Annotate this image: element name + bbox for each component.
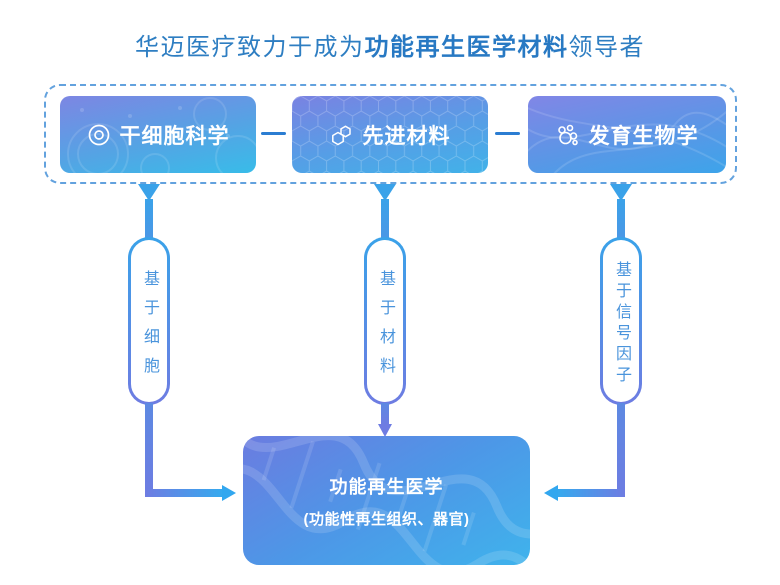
fibers-texture [528,107,726,173]
connector-line [617,199,625,239]
pillar-connector-dash [261,132,286,135]
arrow-right-icon [222,485,236,501]
branch-pill-cells: 基于细胞 [128,237,170,405]
connector-line [381,403,389,425]
arrow-left-icon [544,485,558,501]
branch-pill-body: 基于细胞 [131,240,167,402]
branch-pill-signal-factors: 基于信号因子 [600,237,642,405]
title-highlight: 功能再生医学材料 [364,34,569,61]
pillar-card-stem-cell-science: 干细胞科学 [60,96,256,173]
page-title: 华迈医疗致力于成为功能再生医学材料领导者 [0,27,780,62]
branch-pill-body: 基于材料 [367,240,403,402]
connector-line [145,489,222,497]
pillar-label: 发育生物学 [588,124,699,148]
arrow-down-icon [374,184,396,201]
connector-line [145,403,153,497]
result-card-regenerative-medicine: 功能再生医学 (功能性再生组织、器官) [243,436,530,565]
branch-label: 基于细胞 [141,269,158,386]
arrow-down-icon [378,424,392,437]
arrow-down-icon [138,184,160,201]
dna-texture [243,436,530,565]
cells-texture [67,97,256,173]
pillar-label: 先进材料 [362,124,451,148]
connector-line [381,199,389,239]
pillar-card-advanced-materials: 先进材料 [292,96,488,173]
branch-label: 基于材料 [377,269,394,386]
result-title: 功能再生医学 [329,476,444,497]
hexagon-texture [292,96,488,173]
title-prefix: 华迈医疗致力于成为 [135,34,365,61]
connector-line [145,199,153,239]
arrow-down-icon [610,184,632,201]
atoms-icon [556,123,580,147]
connector-line [617,403,625,497]
molecule-icon [330,123,354,147]
result-subtitle: (功能性再生组织、器官) [303,510,470,528]
pillar-card-developmental-biology: 发育生物学 [528,96,726,173]
cell-icon [87,123,111,147]
branch-label: 基于信号因子 [613,260,630,387]
pillar-connector-dash [495,132,520,135]
pillars-dashed-frame [44,84,737,184]
pillar-label: 干细胞科学 [119,124,230,148]
branch-pill-body: 基于信号因子 [603,240,639,402]
connector-line [558,489,625,497]
title-suffix: 领导者 [568,34,645,61]
branch-pill-materials: 基于材料 [364,237,406,405]
